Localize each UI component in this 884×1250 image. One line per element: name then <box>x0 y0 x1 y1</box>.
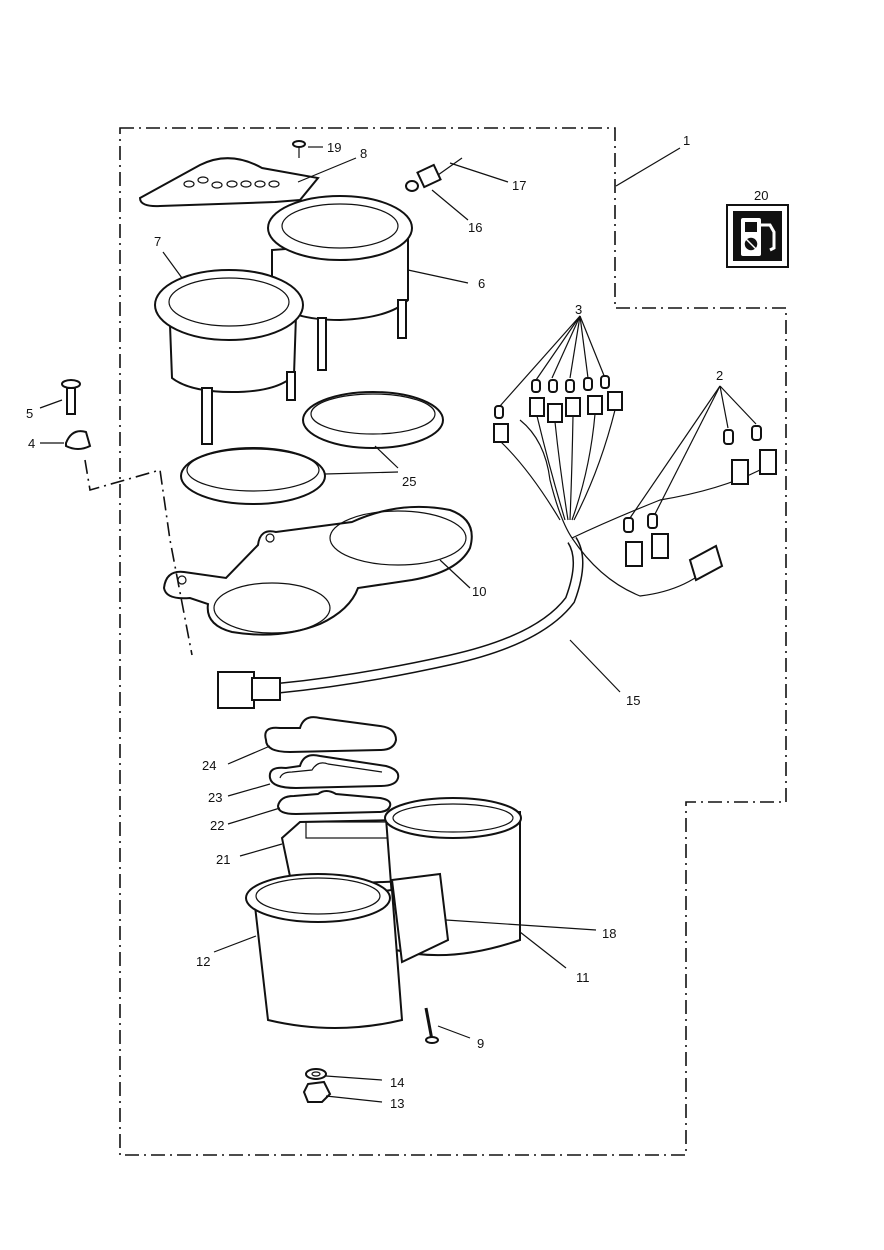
callout-22: 22 <box>210 818 224 833</box>
screw-9 <box>424 1007 471 1044</box>
callout-24: 24 <box>202 758 216 773</box>
gasket-plate-10 <box>162 505 473 636</box>
dash-leader-4 <box>84 459 193 656</box>
callout-15: 15 <box>626 693 640 708</box>
callout-11: 11 <box>576 970 590 985</box>
callout-3: 3 <box>575 302 582 317</box>
assembly-boundary <box>119 127 787 1156</box>
gasket-23 <box>227 754 400 797</box>
seal-rings-25 <box>180 391 444 505</box>
callout-20: 20 <box>754 188 768 203</box>
screw-5 <box>39 379 81 415</box>
cup-12 <box>213 873 404 1029</box>
leader-1 <box>615 147 681 187</box>
callout-7: 7 <box>154 234 161 249</box>
callout-21: 21 <box>216 852 230 867</box>
mounting-plate-8 <box>138 157 357 208</box>
callout-4: 4 <box>28 436 35 451</box>
callout-18: 18 <box>602 926 616 941</box>
screw-19 <box>292 140 323 158</box>
callout-13: 13 <box>390 1096 404 1111</box>
gasket-24 <box>227 716 398 765</box>
washer-14 <box>305 1068 383 1081</box>
callout-2: 2 <box>716 368 723 383</box>
bulbs-3 <box>493 315 623 521</box>
grommet-4 <box>40 430 92 450</box>
indicator-16-17 <box>405 157 509 221</box>
callout-14: 14 <box>390 1075 404 1090</box>
callout-5: 5 <box>26 406 33 421</box>
callout-23: 23 <box>208 790 222 805</box>
callout-17: 17 <box>512 178 526 193</box>
nut-13 <box>302 1080 383 1103</box>
callout-12: 12 <box>196 954 210 969</box>
gauge-7 <box>154 251 304 445</box>
block-18 <box>390 872 597 964</box>
gauge-6 <box>267 195 469 371</box>
callout-9: 9 <box>477 1036 484 1051</box>
callout-10: 10 <box>472 584 486 599</box>
callout-8: 8 <box>360 146 367 161</box>
fuel-pump-icon <box>726 204 789 268</box>
gasket-22 <box>227 790 392 825</box>
callout-1: 1 <box>683 133 690 148</box>
bulbs-2 <box>623 385 777 582</box>
wiring-harness-15 <box>217 419 761 709</box>
callout-6: 6 <box>478 276 485 291</box>
callout-19: 19 <box>327 140 341 155</box>
callout-16: 16 <box>468 220 482 235</box>
callout-25: 25 <box>402 474 416 489</box>
